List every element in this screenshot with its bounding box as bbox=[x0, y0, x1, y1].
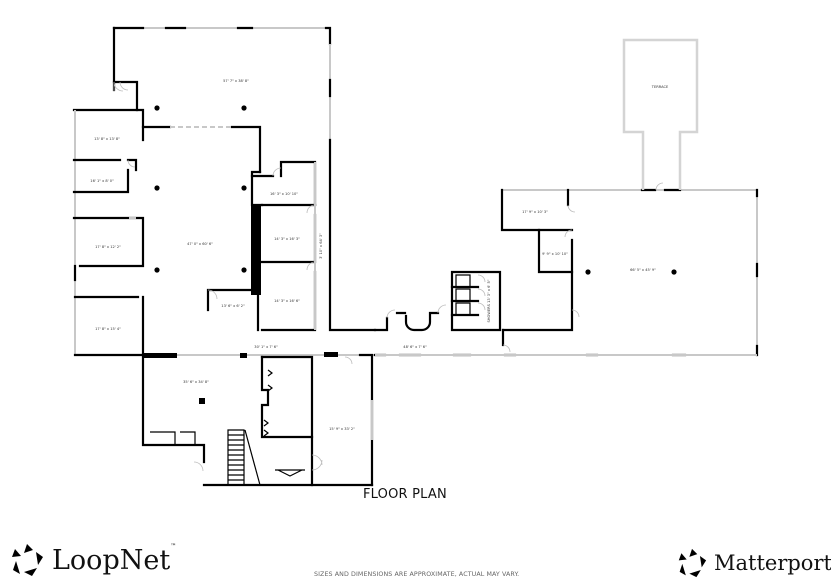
west-offices: 13' 8" x 13' 8" 16' 1" x 8' 0" 17' 8" x … bbox=[72, 108, 145, 357]
room-label-room-b: 15' 9" x 33' 2" bbox=[329, 427, 355, 431]
room-label-office-3: 17' 8" x 12' 2" bbox=[95, 245, 121, 249]
terrace: TERRACE bbox=[622, 38, 699, 190]
loopnet-star-icon bbox=[12, 544, 43, 576]
room-label-small-office: 13' 6" x 6' 2" bbox=[221, 304, 245, 308]
room-label-office-8: 17' 9" x 10' 3" bbox=[522, 210, 548, 214]
loopnet-logo: LoopNet™ bbox=[10, 543, 176, 577]
room-label-office-5: 16' 3" x 10' 10" bbox=[270, 192, 298, 196]
matterport-star-icon bbox=[678, 548, 707, 578]
room-label-office-4: 17' 8" x 15' 4" bbox=[95, 327, 121, 331]
lower-west: 30' 1" x 7' 6" 35' 6" x 34' 8" 15' 9" x … bbox=[141, 345, 375, 487]
east-wing: 17' 9" x 10' 3" 9' 9" x 10' 10" 66' 5" x… bbox=[500, 182, 759, 357]
link-corridor: 48' 6" x 7' 6" SHOWERS 13' 3" x 6' 5" bbox=[373, 270, 517, 357]
room-label-office-2: 16' 1" x 8' 0" bbox=[90, 179, 114, 183]
room-label-office-7: 14' 3" x 16' 6" bbox=[274, 299, 300, 303]
room-label-main-hall: 47' 0" x 60' 6" bbox=[187, 242, 213, 246]
loopnet-wordmark: LoopNet™ bbox=[52, 542, 177, 576]
room-label-showers: SHOWERS 13' 3" x 6' 5" bbox=[487, 279, 491, 322]
mid-offices: 16' 3" x 10' 10" 14' 3" x 16' 3" 14' 3" … bbox=[250, 138, 377, 332]
room-label-lobby: 35' 6" x 34' 8" bbox=[183, 380, 209, 384]
room-label-east-hall: 66' 5" x 45' 9" bbox=[630, 268, 656, 272]
matterport-wordmark: Matterport® bbox=[714, 551, 831, 575]
room-label-office-6: 14' 3" x 16' 3" bbox=[274, 237, 300, 241]
main-hall: 47' 0" x 60' 6" 13' 6" x 6' 2" bbox=[141, 125, 264, 332]
room-label-corridor-2: 48' 6" x 7' 6" bbox=[403, 345, 427, 349]
room-label-office-9: 9' 9" x 10' 10" bbox=[542, 252, 568, 256]
room-label-corridor-1: 30' 1" x 7' 6" bbox=[254, 345, 278, 349]
dimensions-disclaimer: SIZES AND DIMENSIONS ARE APPROXIMATE, AC… bbox=[314, 571, 520, 578]
top-hall: 57' 7" x 38' 8" bbox=[112, 26, 332, 140]
room-label-top-hall: 57' 7" x 38' 8" bbox=[223, 79, 249, 83]
room-label-office-1: 13' 8" x 13' 8" bbox=[94, 137, 120, 141]
matterport-logo: Matterport® bbox=[677, 548, 831, 578]
room-label-terrace: TERRACE bbox=[651, 85, 669, 89]
floor-plan-title: FLOOR PLAN bbox=[363, 487, 447, 502]
room-label-corridor-v: 3' 10" x 64' 3" bbox=[319, 233, 323, 259]
